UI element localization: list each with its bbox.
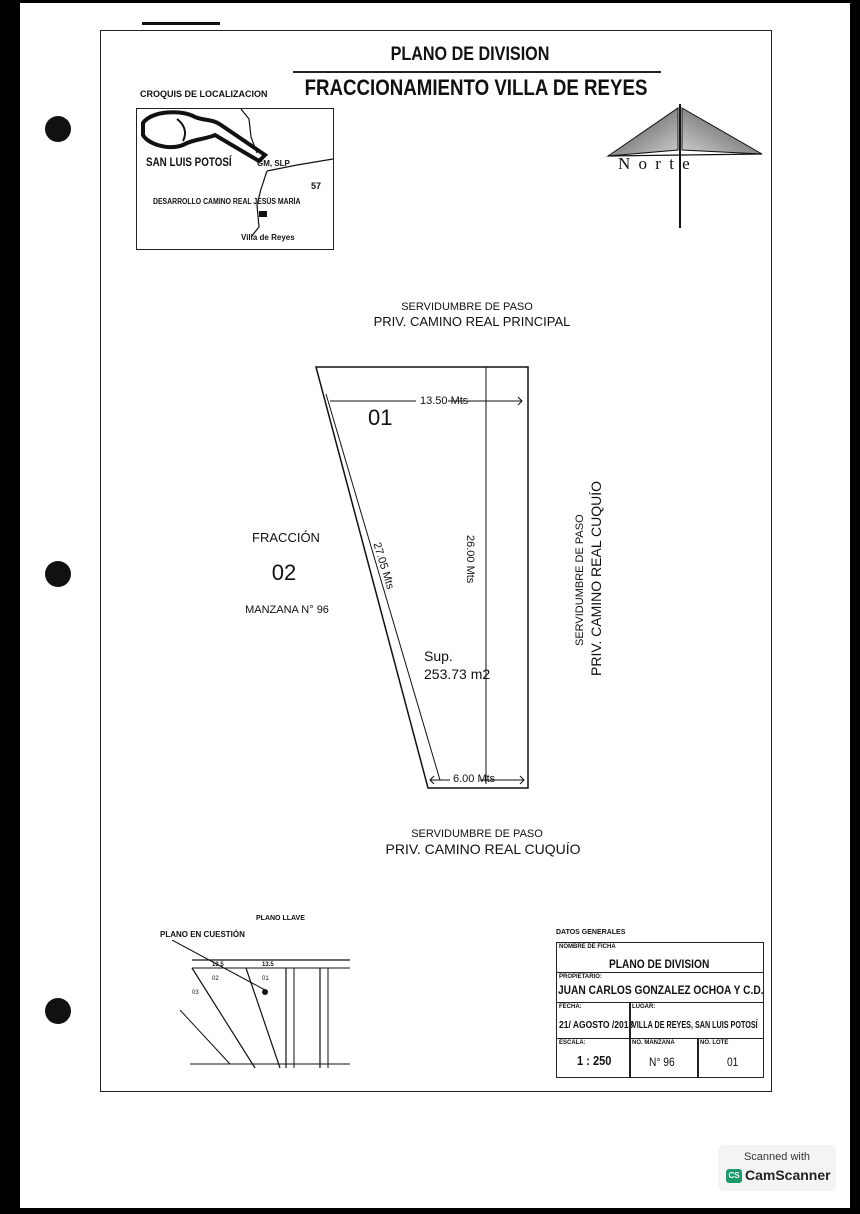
neighbor-number: 02 <box>271 560 297 585</box>
east-easement-label: SERVIDUMBRE DE PASO <box>574 514 586 646</box>
pen-mark <box>142 22 220 25</box>
scale-block-row: ESCALA: 1 : 250 NO. MANZANA N° 96 NO. LO… <box>557 1039 763 1077</box>
north-arrow-icon <box>606 104 763 228</box>
place-value: VILLA DE REYES, SAN LUIS POTOSÍ <box>632 1020 758 1031</box>
binder-hole <box>45 998 71 1024</box>
neighbor-label: FRACCIÓN <box>252 530 320 545</box>
north-easement-label: SERVIDUMBRE DE PASO <box>401 301 533 313</box>
block-value: N° 96 <box>649 1055 675 1069</box>
area-label: Sup. <box>424 648 453 664</box>
place-label: LUGAR: <box>632 1004 656 1010</box>
lot-no-label: NO. LOTE <box>700 1040 729 1046</box>
city-label: SAN LUIS POTOSÍ <box>146 155 232 169</box>
drawing-sheet <box>100 30 772 1092</box>
scanned-page <box>20 3 850 1208</box>
location-map-sketch <box>141 108 334 238</box>
key-lot-c: 03 <box>192 990 199 996</box>
east-street-label: PRIV. CAMINO REAL CUQUÍO <box>588 480 604 676</box>
location-sketch-box: SAN LUIS POTOSÍ GM, SLP 57 DESARROLLO CA… <box>136 108 334 250</box>
owner-value: JUAN CARLOS GONZALEZ OCHOA Y C.D. <box>558 983 764 997</box>
date-label: FECHA: <box>559 1004 582 1010</box>
owner-row: PROPIETARIO: JUAN CARLOS GONZALEZ OCHOA … <box>557 973 764 1003</box>
binder-hole <box>45 561 71 587</box>
location-sketch-label: CROQUIS DE LOCALIZACION <box>140 89 268 99</box>
key-dim-b: 13.5 <box>262 962 274 968</box>
sheet-name-value: PLANO DE DIVISION <box>609 957 710 971</box>
general-data-table: NOMBRE DE FICHA PLANO DE DIVISION PROPIE… <box>556 942 764 1078</box>
scale-label: ESCALA: <box>559 1040 586 1046</box>
key-plan-diagram <box>171 940 350 1069</box>
sheet-name-label: NOMBRE DE FICHA <box>559 944 616 950</box>
plan-subtitle: FRACCIONAMIENTO VILLA DE REYES <box>304 75 648 100</box>
neighbor-block: MANZANA N° 96 <box>245 604 329 616</box>
right-dimension: 26.00 Mts <box>464 535 476 584</box>
north-arrow: N o r t e <box>600 100 770 235</box>
title-underline <box>293 71 661 73</box>
date-value: 21/ AGOSTO /2013 <box>559 1020 634 1031</box>
key-lot-b: 01 <box>262 976 269 982</box>
scale-value: 1 : 250 <box>577 1053 612 1068</box>
plan-title: PLANO DE DIVISION <box>390 44 550 65</box>
bottom-dimension: 6.00 Mts <box>453 773 496 785</box>
binder-hole <box>45 116 71 142</box>
key-plan-subject: PLANO EN CUESTIÓN <box>160 930 245 939</box>
lot-drawing <box>315 366 529 789</box>
north-label: N o r t e <box>618 154 692 173</box>
lot-no-value: 01 <box>727 1055 739 1069</box>
left-dimension-line <box>325 393 441 781</box>
camscanner-logo-icon: CS <box>726 1169 742 1183</box>
south-street-label: PRIV. CAMINO REAL CUQUÍO <box>385 841 581 857</box>
top-dimension: 13.50 Mts <box>420 395 469 407</box>
owner-label: PROPIETARIO: <box>559 974 602 980</box>
gm-label: GM, SLP <box>257 159 290 168</box>
town-label: Villa de Reyes <box>241 233 295 242</box>
lot-outline <box>315 366 529 789</box>
lot-number: 01 <box>368 405 393 430</box>
date-place-row: FECHA: 21/ AGOSTO /2013 LUGAR: VILLA DE … <box>557 1003 763 1039</box>
key-lot-a: 02 <box>212 976 219 982</box>
watermark-caption: Scanned with <box>743 1151 811 1163</box>
development-label: DESARROLLO CAMINO REAL JESÚS MARÍA <box>153 197 301 206</box>
key-plan-title: PLANO LLAVE <box>256 915 305 922</box>
road-number: 57 <box>311 181 322 191</box>
key-dim-a: 13.5 <box>212 962 224 968</box>
area-value: 253.73 m2 <box>424 666 491 682</box>
scanner-watermark: Scanned with CS CamScanner <box>718 1145 836 1191</box>
block-label: NO. MANZANA <box>632 1040 675 1046</box>
sheet-name-row: NOMBRE DE FICHA PLANO DE DIVISION <box>557 943 763 973</box>
north-street-label: PRIV. CAMINO REAL PRINCIPAL <box>373 314 571 329</box>
general-data-heading: DATOS GENERALES <box>556 929 626 936</box>
south-easement-label: SERVIDUMBRE DE PASO <box>411 828 543 840</box>
watermark-brand: CamScanner <box>745 1167 831 1183</box>
